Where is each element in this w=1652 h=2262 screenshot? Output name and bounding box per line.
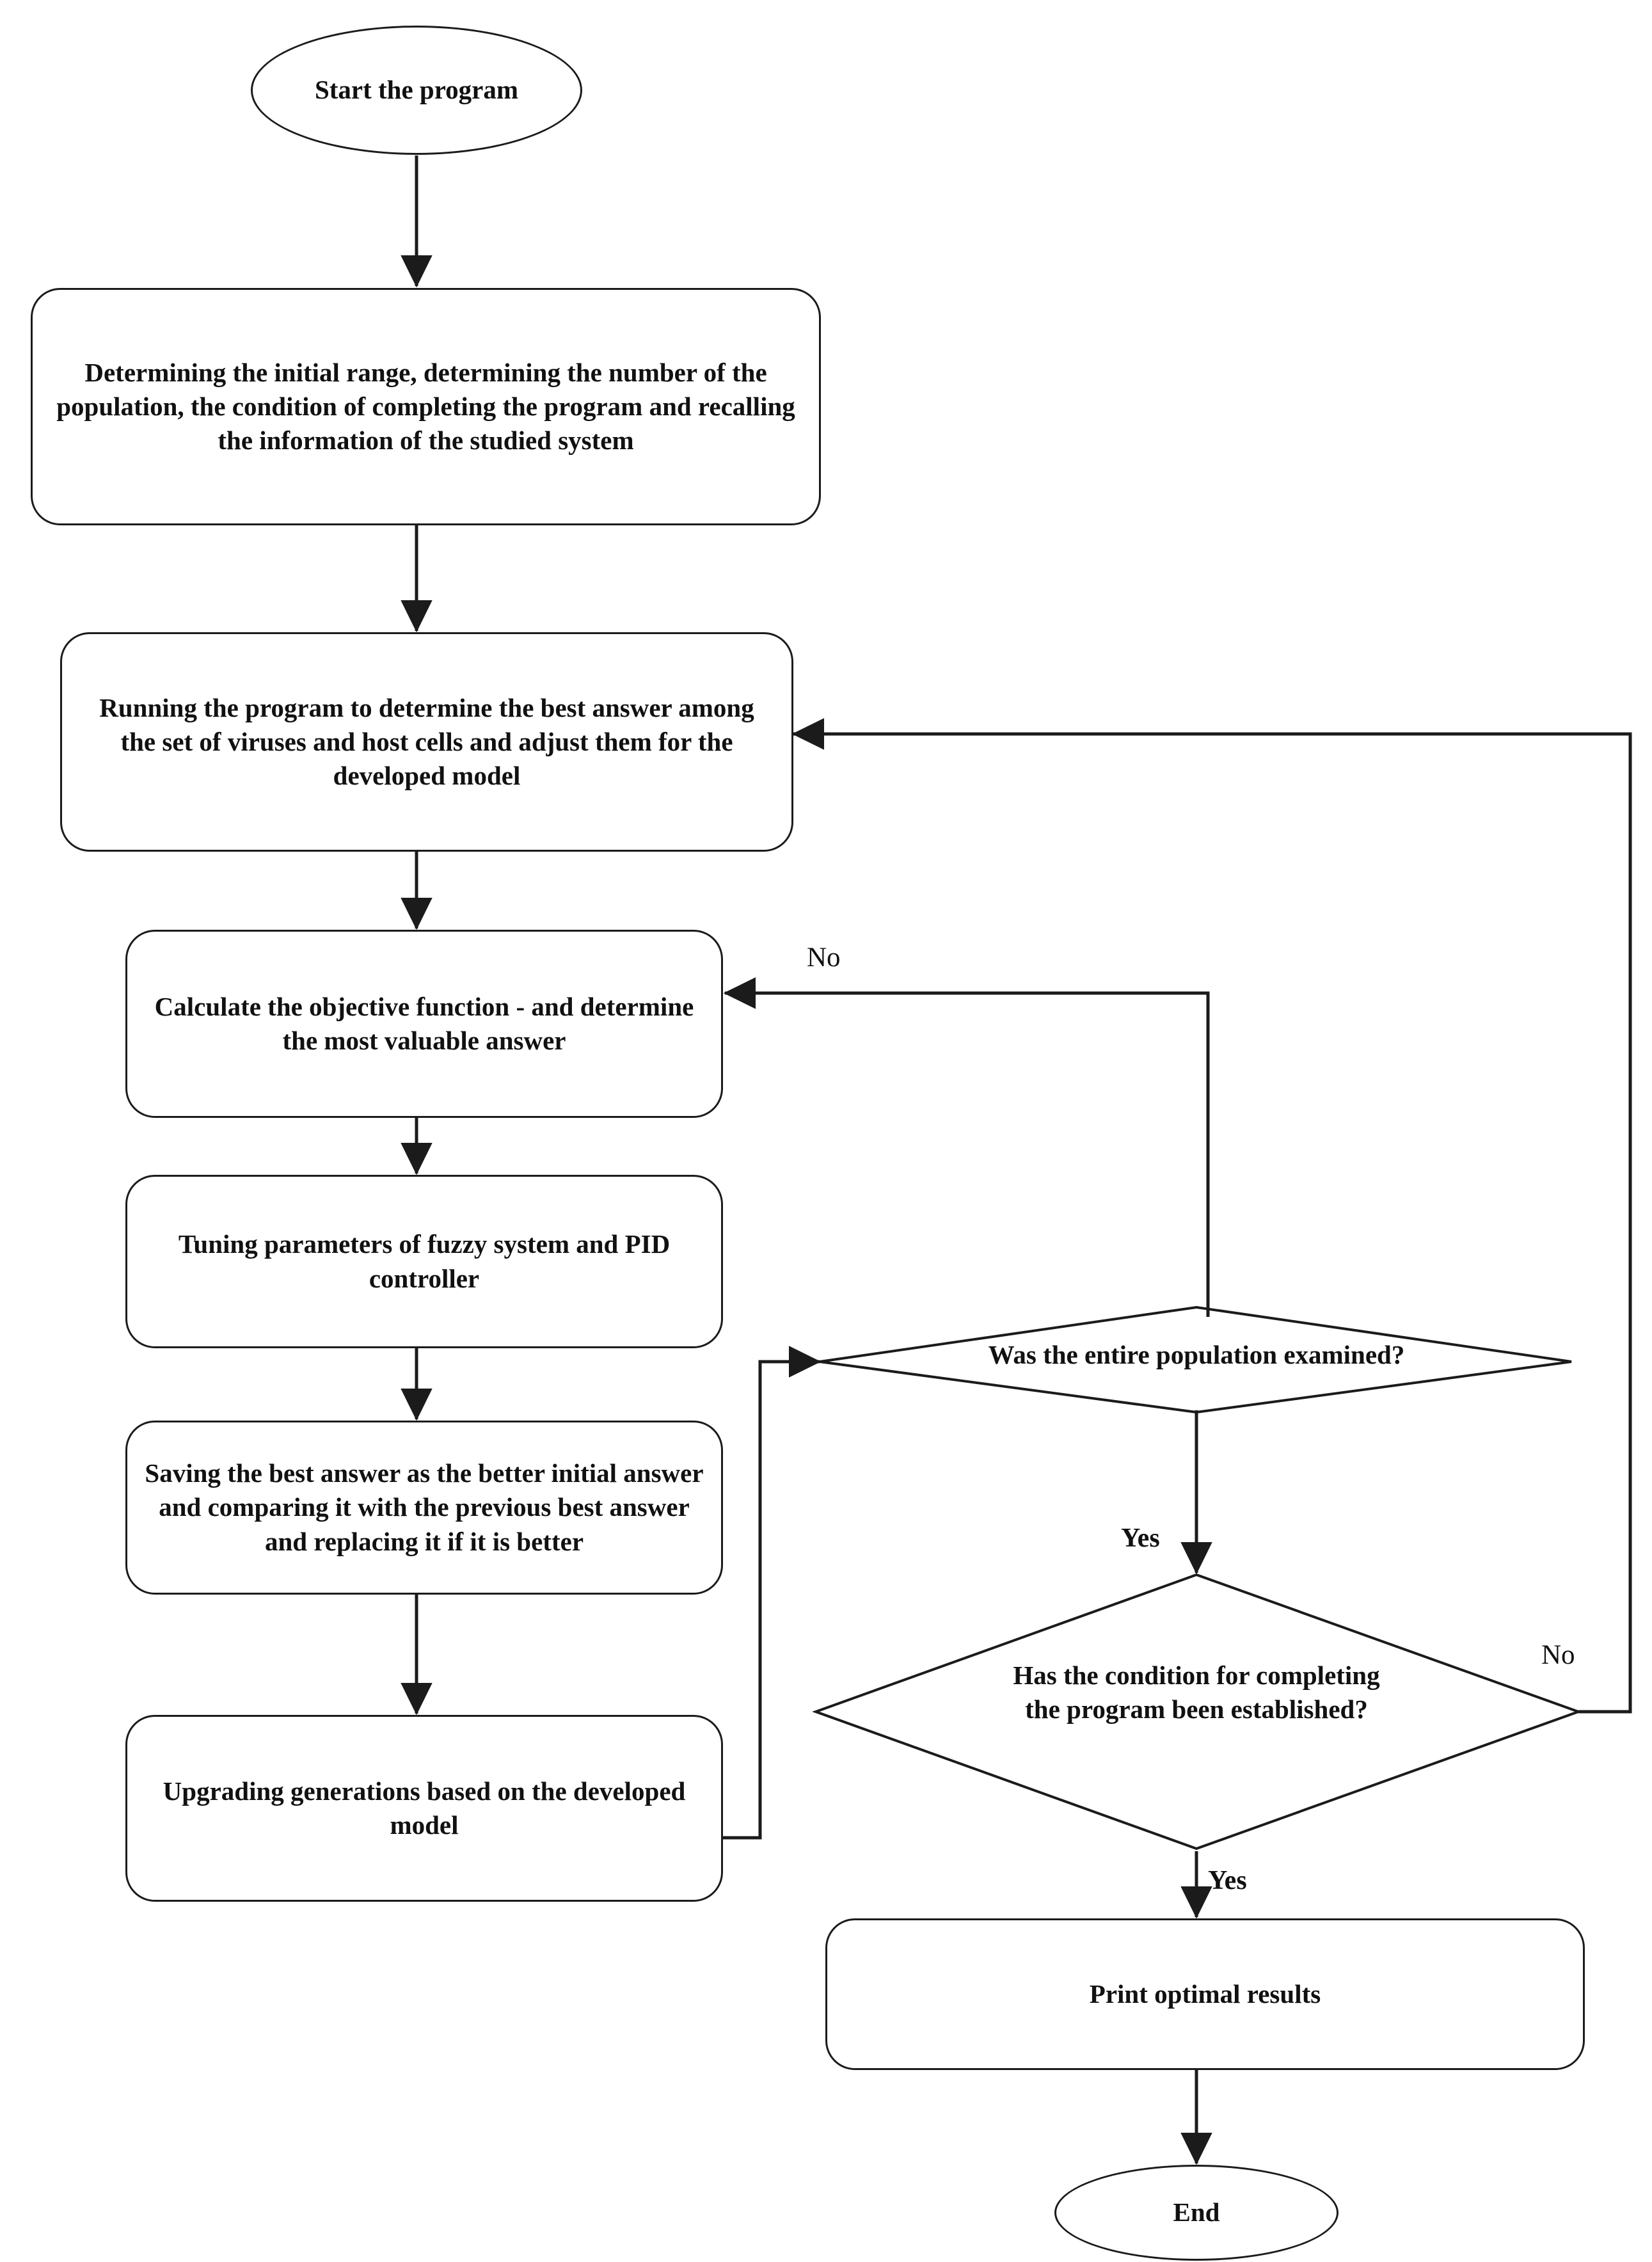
node-print-label: Print optimal results	[1089, 1979, 1321, 2009]
edge-upgrade-to-decision1	[723, 1346, 822, 1840]
edge-label-no-population: No	[807, 943, 841, 973]
node-decision-population-label: Was the entire population examined?	[988, 1340, 1405, 1370]
edge-label-yes-population: Yes	[1121, 1524, 1160, 1553]
node-init-label: Determining the initial range, determini…	[56, 357, 795, 456]
decision-population-shape	[819, 1305, 1572, 1414]
edge-label-no-condition: No	[1541, 1640, 1575, 1670]
node-save[interactable]: Saving the best answer as the better ini…	[125, 1421, 723, 1595]
node-run-label: Running the program to determine the bes…	[99, 692, 754, 791]
node-init[interactable]: Determining the initial range, determini…	[31, 288, 821, 525]
node-save-label: Saving the best answer as the better ini…	[145, 1458, 704, 1556]
node-run[interactable]: Running the program to determine the bes…	[60, 632, 793, 852]
node-upgrade[interactable]: Upgrading generations based on the devel…	[125, 1715, 723, 1902]
edge-decision2-no-to-run	[791, 718, 1632, 1714]
node-decision-population[interactable]: Was the entire population examined?	[877, 1337, 1516, 1373]
edge-label-yes-condition: Yes	[1208, 1866, 1247, 1895]
node-upgrade-label: Upgrading generations based on the devel…	[163, 1776, 686, 1840]
node-decision-condition-label-line1: Has the condition for completing	[1013, 1660, 1380, 1690]
node-end[interactable]: End	[1054, 2165, 1338, 2261]
node-calc-label: Calculate the objective function - and d…	[154, 991, 694, 1055]
decision-condition-shape	[812, 1573, 1582, 1851]
node-tune[interactable]: Tuning parameters of fuzzy system and PI…	[125, 1175, 723, 1348]
node-start-label: Start the program	[314, 75, 519, 105]
node-decision-condition-label-line2: the program been established?	[1025, 1694, 1368, 1724]
node-tune-label: Tuning parameters of fuzzy system and PI…	[178, 1229, 671, 1293]
node-start[interactable]: Start the program	[251, 26, 582, 155]
node-calc[interactable]: Calculate the objective function - and d…	[125, 930, 723, 1118]
edge-decision1-no-to-calc	[723, 977, 1210, 1317]
node-decision-condition[interactable]: Has the condition for completing the pro…	[877, 1654, 1516, 1731]
node-print[interactable]: Print optimal results	[825, 1918, 1585, 2070]
node-end-label: End	[1173, 2197, 1220, 2227]
